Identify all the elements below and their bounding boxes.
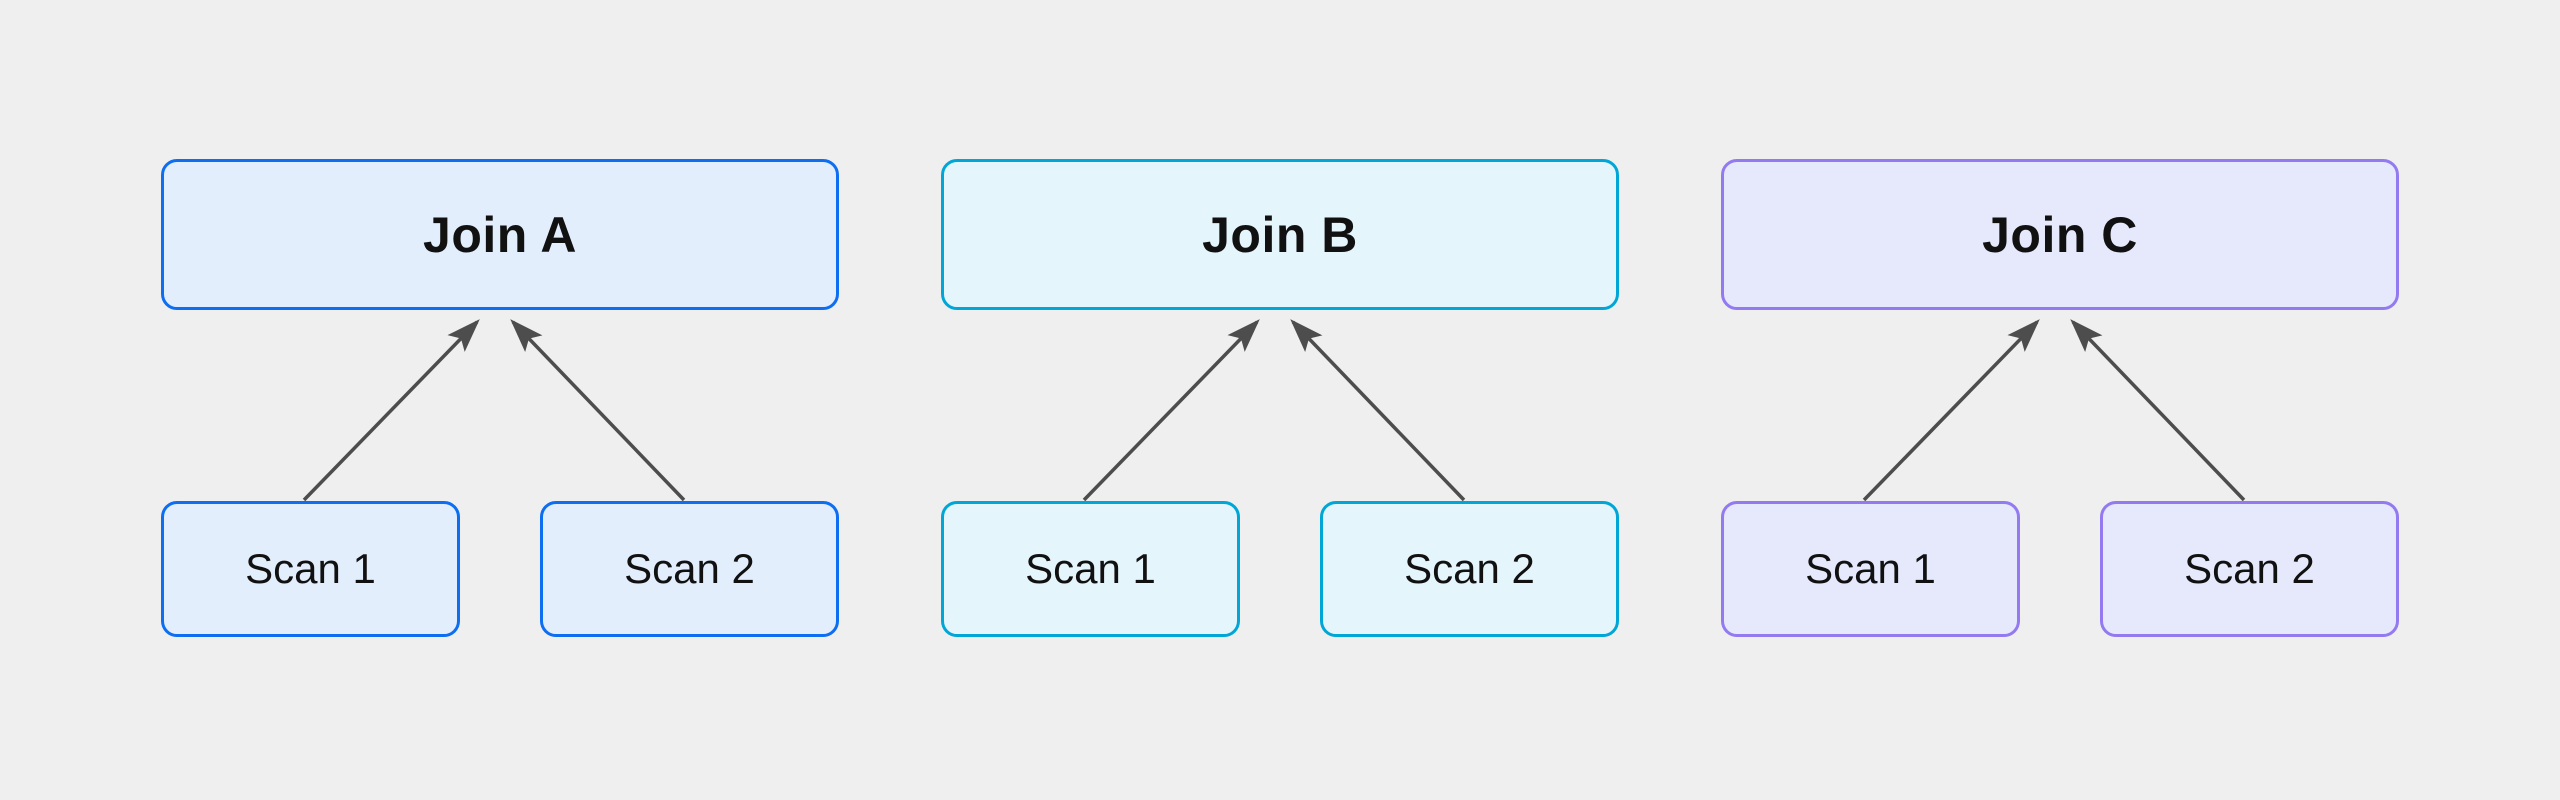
edge-scan1-to-join	[302, 319, 480, 502]
scan-node-1: Scan 1	[161, 501, 460, 637]
join-node-label: Join A	[423, 206, 577, 263]
scan-node-2: Scan 2	[2100, 501, 2399, 637]
scan-node-label: Scan 1	[245, 545, 376, 592]
scan-node-2: Scan 2	[1320, 501, 1619, 637]
join-node-label: Join C	[1982, 206, 2138, 263]
scan-node-1: Scan 1	[941, 501, 1240, 637]
edge-scan2-to-join	[510, 319, 686, 502]
scan-node-1: Scan 1	[1721, 501, 2020, 637]
edge-scan2-to-join	[2070, 319, 2246, 502]
scan-node-label: Scan 1	[1805, 545, 1936, 592]
edge-scan1-to-join	[1082, 319, 1260, 502]
edge-scan2-to-join	[1290, 319, 1466, 502]
scan-node-label: Scan 1	[1025, 545, 1156, 592]
scan-node-label: Scan 2	[1404, 545, 1535, 592]
plan-group-c: Join C Scan 1 Scan 2	[1721, 159, 2399, 638]
join-node: Join A	[161, 159, 839, 310]
join-node: Join C	[1721, 159, 2399, 310]
plan-group-a: Join A Scan 1 Scan 2	[161, 159, 839, 638]
plan-group-b: Join B Scan 1 Scan 2	[941, 159, 1619, 638]
scan-node-label: Scan 2	[624, 545, 755, 592]
join-node-label: Join B	[1202, 206, 1358, 263]
join-node: Join B	[941, 159, 1619, 310]
scan-node-2: Scan 2	[540, 501, 839, 637]
scan-node-label: Scan 2	[2184, 545, 2315, 592]
edge-scan1-to-join	[1862, 319, 2040, 502]
